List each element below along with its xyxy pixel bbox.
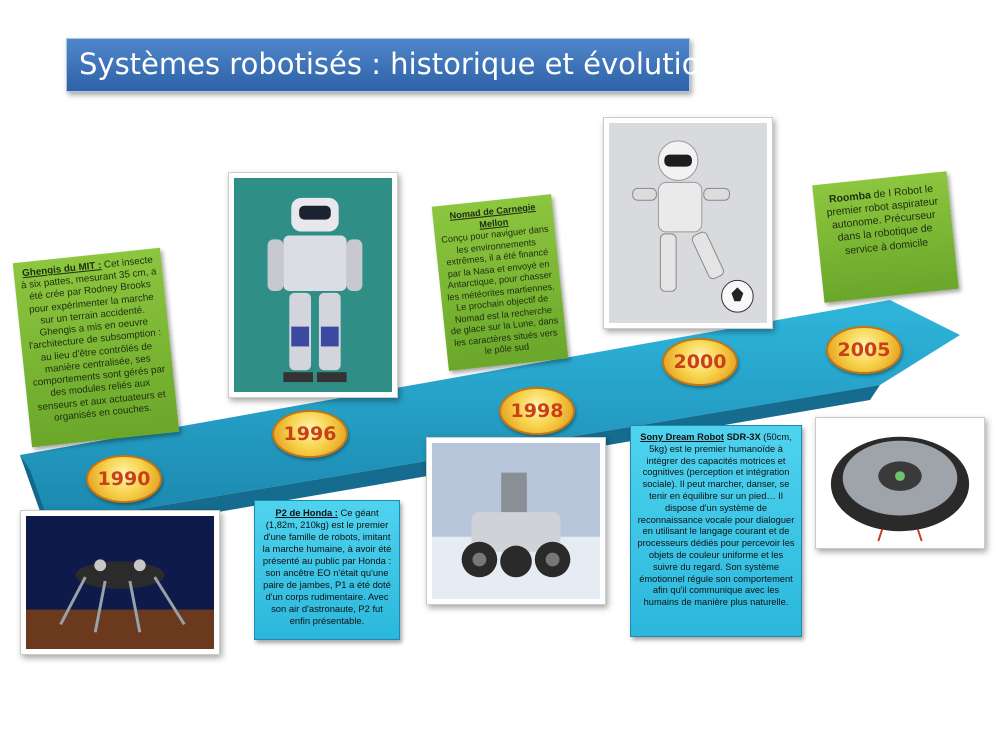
year-badge-1990: 1990 [86, 455, 162, 503]
sony-robot-photo [603, 117, 773, 329]
sony-name: Sony Dream Robot [640, 432, 724, 442]
p2-text: Ce géant (1,82m, 210kg) est le premier d… [262, 507, 392, 627]
year-label: 1990 [97, 468, 151, 490]
year-label: 2000 [673, 351, 727, 373]
roomba-info-box: Roomba de I Robot le premier robot aspir… [812, 171, 959, 303]
year-badge-1996: 1996 [272, 410, 348, 458]
sony-info-box: Sony Dream Robot SDR-3X (50cm, 5kg) est … [630, 425, 802, 637]
year-badge-2005: 2005 [826, 326, 902, 374]
ghengis-text: Cet insecte à six pattes, mesurant 35 cm… [20, 254, 167, 424]
year-label: 1996 [283, 423, 337, 445]
ghengis-info-box: Ghengis du MIT : Cet insecte à six patte… [12, 247, 180, 448]
p2-name: P2 de Honda : [275, 507, 338, 518]
nomad-info-box: Nomad de Carnegie Mellon Conçu pour navi… [431, 194, 569, 371]
year-label: 1998 [510, 400, 564, 422]
sony-model: SDR-3X [726, 432, 761, 442]
year-badge-1998: 1998 [499, 387, 575, 435]
year-label: 2005 [837, 339, 891, 361]
year-badge-2000: 2000 [662, 338, 738, 386]
sony-text: (50cm, 5kg) est le premier humanoïde à i… [637, 432, 795, 608]
ghengis-robot-photo [20, 510, 220, 655]
roomba-robot-photo [815, 417, 985, 549]
title-banner: Systèmes robotisés : historique et évolu… [66, 38, 718, 92]
page-title: Systèmes robotisés : historique et évolu… [79, 47, 718, 81]
p2-robot-photo [228, 172, 398, 398]
nomad-robot-photo [426, 437, 606, 605]
p2-info-box: P2 de Honda : Ce géant (1,82m, 210kg) es… [254, 500, 400, 640]
nomad-text: Conçu pour naviguer dans les environneme… [440, 223, 559, 356]
